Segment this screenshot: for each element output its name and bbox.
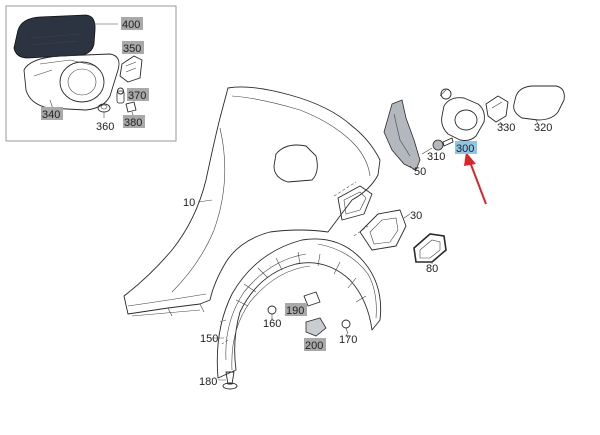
label-160: 160 [263, 318, 281, 330]
red-indicator-arrow [464, 152, 487, 205]
filler-housing-300 [439, 88, 485, 141]
label-350: 350 [123, 43, 141, 55]
cover-outline [413, 233, 447, 263]
wheel-arch-liner-150 [216, 238, 382, 379]
inset-fuel-door-cover [13, 14, 96, 59]
panel-fuel-recess [337, 185, 373, 221]
main-leaders [197, 119, 539, 381]
bracket-detail [393, 113, 411, 157]
label-10: 10 [183, 197, 195, 209]
liner-outline [216, 238, 382, 379]
panel-lower-edge [167, 303, 205, 317]
hinge-330 [485, 95, 509, 123]
cover-inner [419, 239, 441, 259]
inset-cover-detail [29, 33, 81, 46]
label-50: 50 [414, 166, 426, 178]
bracket-50 [383, 99, 421, 171]
inset-actuator [119, 55, 143, 83]
label-380: 380 [124, 117, 142, 129]
label-box-380 [123, 115, 145, 128]
fuel-base-outline [359, 209, 407, 251]
quarter-panel-inner-line [231, 95, 371, 177]
red-arrow-shaft [469, 161, 487, 205]
quarter-panel-crease [171, 127, 226, 293]
inset-filler-neck-inner [67, 68, 97, 96]
cover-80 [413, 233, 447, 263]
liner-dashes [219, 319, 229, 345]
panel-fuel-recess-inner [343, 191, 367, 215]
screw-170-stem [345, 327, 349, 335]
inset-filler-neck-ring [59, 61, 105, 103]
inset-filler-housing [23, 53, 120, 111]
clip-190-shape [303, 291, 321, 307]
inset-pin-head [117, 87, 124, 95]
label-30: 30 [410, 210, 422, 222]
label-200: 200 [305, 340, 323, 352]
label-box-400 [121, 17, 143, 30]
fuel-base-30 [353, 209, 407, 251]
liner-ribs-cross [235, 251, 367, 307]
fastener-160-head [267, 305, 277, 315]
inset-panel: 400 350 370 340 360 380 [5, 5, 177, 142]
label-170: 170 [339, 334, 357, 346]
panel-fuel-recess-dashed [333, 181, 357, 197]
quarter-panel [123, 86, 381, 317]
screw-170-head [341, 319, 351, 329]
red-arrow-head [464, 152, 476, 166]
bracket-leader [409, 165, 415, 171]
label-box-300 [455, 141, 477, 154]
label-310: 310 [427, 151, 445, 163]
inset-grommet-inner [100, 104, 108, 110]
inset-hinge-arm [33, 59, 97, 77]
label-150: 150 [200, 333, 218, 345]
clip-200-shape [305, 317, 327, 337]
label-370: 370 [128, 90, 146, 102]
quarter-panel-outline [123, 86, 381, 315]
label-190: 190 [286, 305, 304, 317]
bracket-shape [383, 99, 421, 171]
filler-housing-outline [441, 97, 485, 141]
clip-200 [305, 317, 327, 337]
inset-actuator-detail [125, 61, 137, 73]
bolt-head [432, 139, 444, 151]
label-400: 400 [122, 19, 140, 31]
hinge-shape [485, 95, 509, 123]
label-330: 330 [497, 122, 515, 134]
hinge-detail [491, 101, 503, 109]
label-box-200 [304, 338, 326, 351]
liner-rib-2 [231, 265, 311, 371]
screw-170 [341, 319, 351, 335]
clip-190 [303, 291, 321, 307]
bolt-shank [442, 137, 454, 147]
fastener-180-shape [225, 371, 235, 385]
fuel-base-dash [353, 225, 369, 237]
quarter-panel-rocker [127, 293, 207, 317]
inset-clip-380 [125, 101, 137, 113]
label-300: 300 [456, 143, 474, 155]
liner-rib-3 [317, 243, 377, 319]
inset-pin-370 [116, 90, 125, 104]
label-box-350 [122, 41, 144, 54]
fastener-180-washer [222, 382, 238, 390]
label-360: 360 [96, 121, 114, 133]
filler-housing-neck [454, 109, 478, 131]
fastener-180 [222, 371, 238, 390]
fuel-base-inner [369, 217, 399, 245]
bolt-310 [432, 137, 454, 151]
fuel-door-320 [513, 85, 565, 121]
label-180: 180 [199, 376, 217, 388]
label-340: 340 [42, 109, 60, 121]
label-80: 80 [426, 263, 438, 275]
label-box-190 [285, 303, 307, 316]
filler-housing-cap [440, 88, 452, 100]
label-box-340 [41, 107, 63, 120]
quarter-window-opening [273, 144, 318, 183]
label-box-370 [127, 88, 149, 101]
liner-rib-1 [225, 253, 307, 361]
label-320: 320 [534, 122, 552, 134]
